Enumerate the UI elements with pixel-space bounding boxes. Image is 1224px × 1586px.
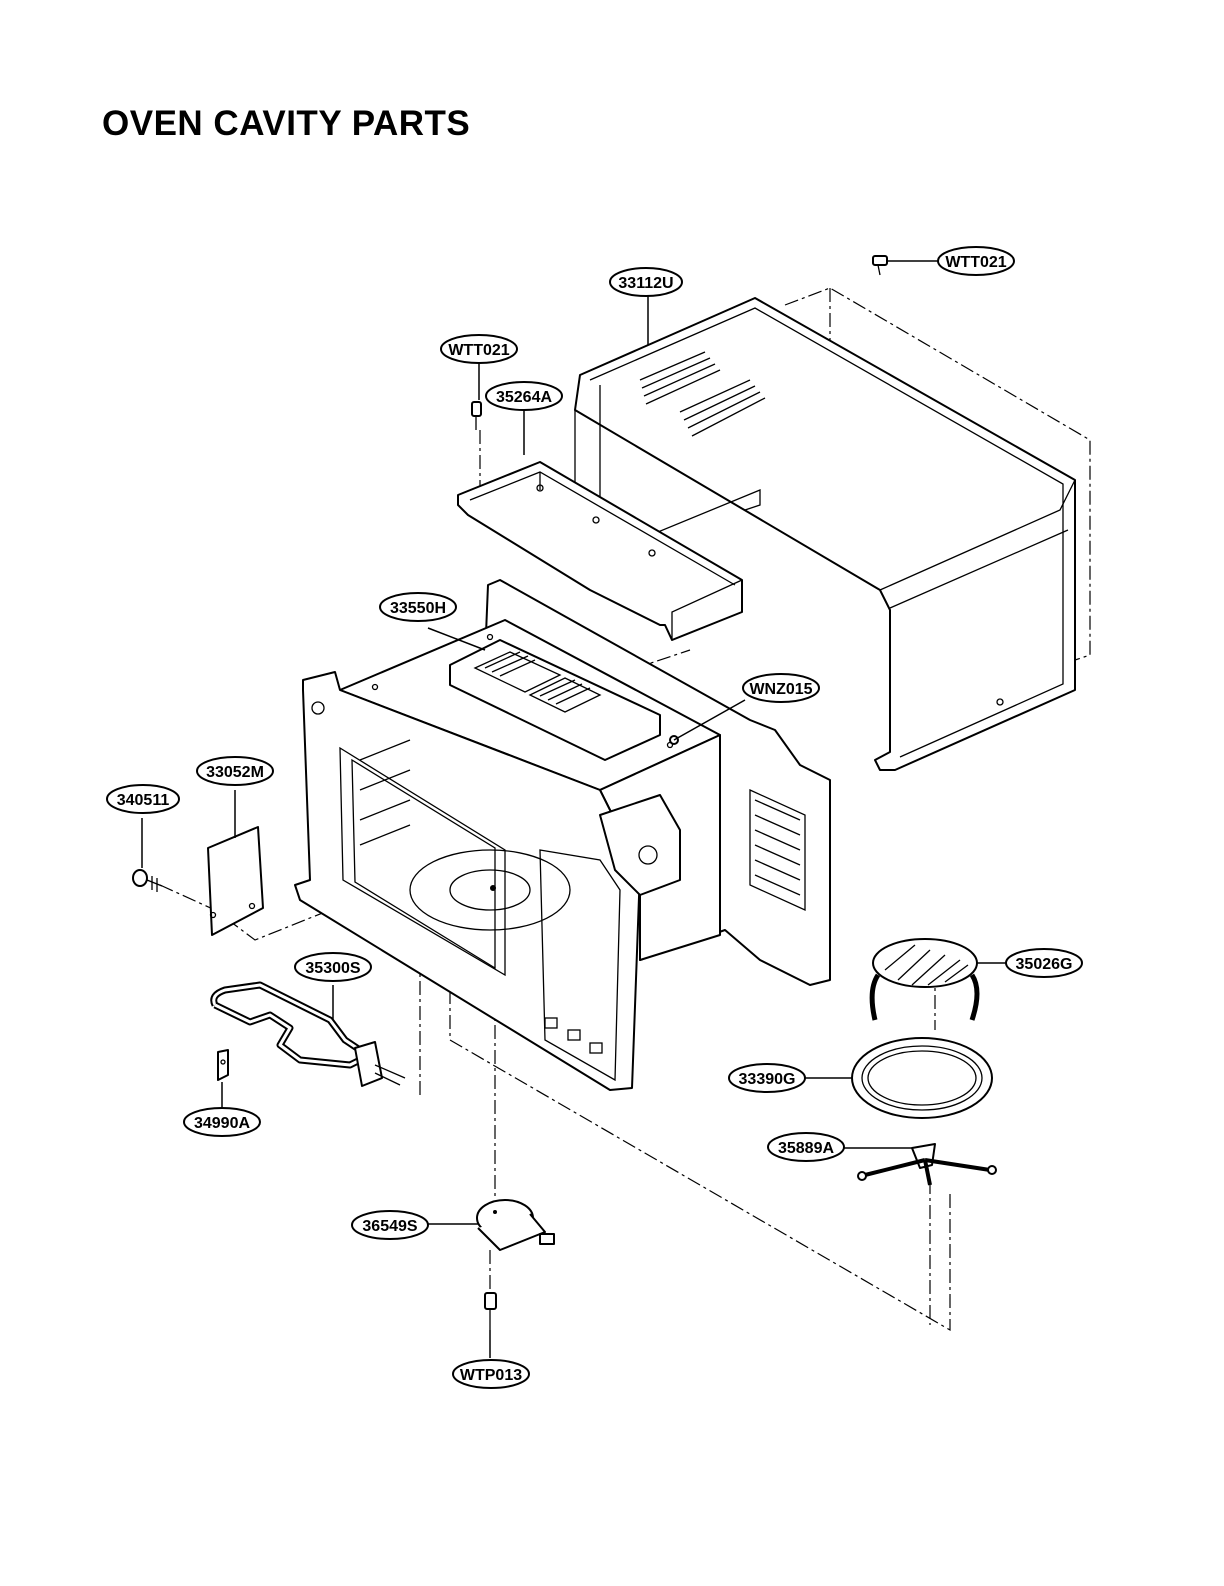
callout-35889a: 35889A [768,1133,844,1161]
roasting-rack [872,939,1010,1020]
glass-tray [805,1038,992,1118]
callout-label: WTP013 [460,1367,522,1384]
callout-340511: 340511 [107,785,179,813]
callout-label: 35264A [496,389,552,406]
cover-plate [208,790,263,935]
callout-label: 34990A [194,1115,250,1132]
callout-wtt021-top: WTT021 [938,247,1014,275]
callout-33550h: 33550H [380,593,456,621]
callout-wtp013: WTP013 [453,1360,529,1388]
callout-label: 33112U [618,275,673,292]
callout-36549s: 36549S [352,1211,428,1239]
callout-35026g: 35026G [1006,949,1082,977]
screw-wtp013 [485,1293,496,1358]
callout-33390g: 33390G [729,1064,805,1092]
callout-label: 33052M [206,764,264,781]
callout-label: 340511 [117,792,170,809]
callout-35300s: 35300S [295,953,371,981]
callout-label: 33390G [739,1071,796,1088]
callout-label: 33550H [390,600,446,617]
callout-33112u: 33112U [610,268,682,345]
callout-33052m: 33052M [197,757,273,785]
callout-label: WTT021 [945,254,1006,271]
callout-34990a: 34990A [184,1108,260,1136]
callout-label: 35889A [778,1140,834,1157]
roller-support [842,1144,996,1185]
turntable-motor [428,1200,554,1250]
screw-top [873,256,940,275]
callout-label: 36549S [362,1218,417,1235]
callout-label: WNZ015 [749,681,812,698]
screw-left [472,402,481,430]
callout-label: 35026G [1016,956,1073,973]
callout-label: 35300S [305,960,360,977]
callout-35264a: 35264A [486,382,562,455]
callout-wnz015: WNZ015 [743,674,819,702]
heater-element [214,985,405,1086]
clip-34990a [218,1050,228,1110]
oven-cavity [295,580,830,1090]
callout-label: WTT021 [448,342,509,359]
grommet-340511 [133,818,162,892]
